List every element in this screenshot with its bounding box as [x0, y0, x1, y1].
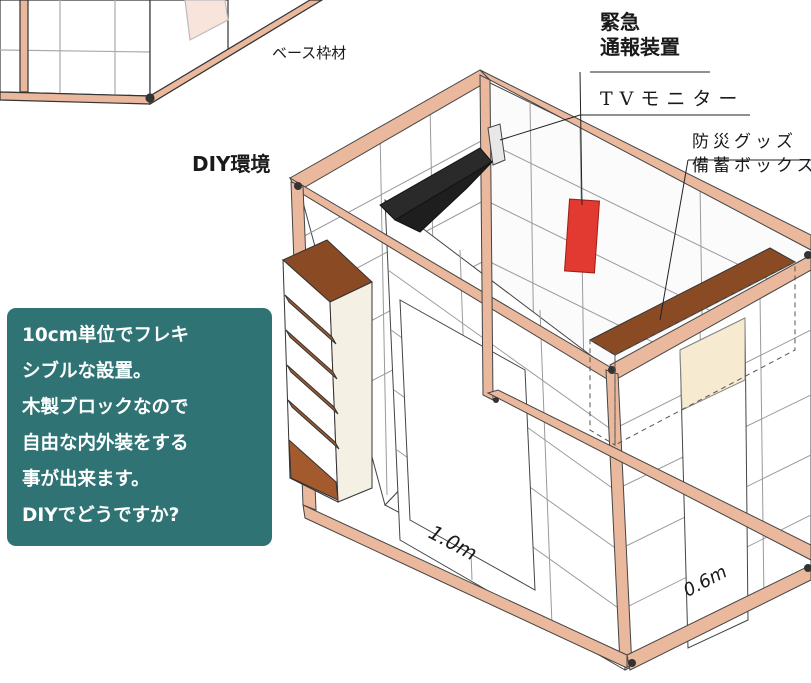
emergency-alarm [563, 198, 601, 274]
leader-lines [499, 71, 811, 321]
diy-environment-label: DIY環境 [192, 152, 271, 176]
callout-line: DIYでどうですか? [22, 505, 180, 526]
supply-box-label-line1: 防災グッズ [692, 132, 797, 152]
base-frame-label: ベース枠材 [272, 44, 347, 62]
feature-callout: 10cm単位でフレキ シブルな設置。 木製ブロックなので 自由な内外装をする 事… [7, 308, 272, 546]
supply-box-label: 防災グッズ 備蓄ボックス [692, 130, 811, 178]
partial-booth-topleft [0, 0, 324, 106]
callout-line: 事が出来ます。 [22, 469, 150, 490]
emergency-alarm-label-line2: 通報装置 [600, 35, 680, 59]
callout-line: 10cm単位でフレキ [22, 325, 189, 346]
tv-monitor-label: TVモニター [600, 88, 745, 110]
emergency-alarm-label: 緊急 通報装置 [600, 10, 680, 60]
callout-text: 10cm単位でフレキ シブルな設置。 木製ブロックなので 自由な内外装をする 事… [22, 318, 189, 534]
bookshelf [282, 239, 373, 503]
main-booth [282, 69, 811, 671]
callout-line: 木製ブロックなので [22, 397, 189, 418]
callout-line: シブルな設置。 [22, 361, 152, 382]
tv-monitor [379, 123, 506, 233]
callout-line: 自由な内外装をする [22, 433, 189, 454]
emergency-alarm-label-line1: 緊急 [600, 10, 640, 34]
supply-box-label-line2: 備蓄ボックス [692, 156, 811, 176]
